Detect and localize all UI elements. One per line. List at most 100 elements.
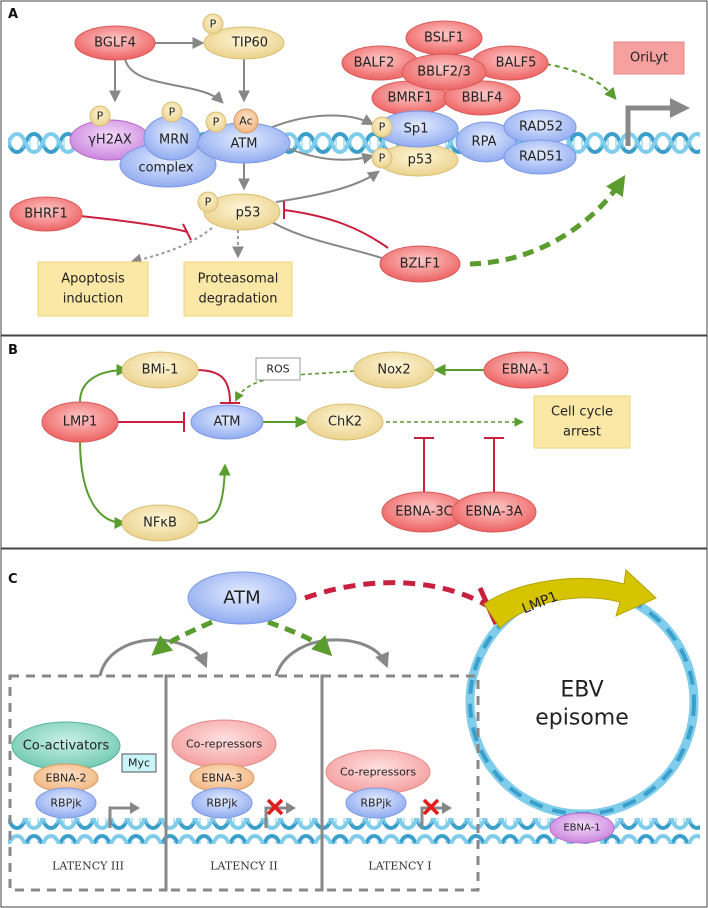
corepressors-1-label: Co-repressors bbox=[340, 766, 416, 779]
rbpjk-1-node bbox=[345, 787, 407, 819]
bzlf1-node bbox=[379, 245, 461, 283]
episome-line1: EBV bbox=[560, 678, 603, 703]
mrn-phospho bbox=[161, 101, 183, 123]
ros-label: ROS bbox=[266, 363, 289, 376]
nox2-label: Nox2 bbox=[377, 363, 410, 378]
bhrf1-label: BHRF1 bbox=[24, 207, 67, 222]
latency1-box bbox=[320, 674, 480, 892]
atm-node-c bbox=[187, 571, 297, 625]
bmi1-label: BMi-1 bbox=[142, 363, 179, 378]
lmp1-node-b bbox=[41, 401, 119, 443]
sp1-label: Sp1 bbox=[404, 122, 429, 137]
balf5-label: BALF5 bbox=[496, 56, 537, 71]
nox2-node bbox=[353, 351, 435, 389]
ebna1-label-b: EBNA-1 bbox=[502, 363, 550, 378]
sp1-phospho bbox=[371, 116, 393, 138]
bglf4-label: BGLF4 bbox=[94, 36, 136, 51]
rbpjk-2-node bbox=[191, 787, 253, 819]
nfkb-label: NFκB bbox=[143, 516, 177, 531]
ros-box bbox=[255, 357, 301, 381]
rpa-node bbox=[455, 121, 517, 163]
panel-a-frame bbox=[0, 0, 708, 336]
apoptosis-line2: induction bbox=[63, 292, 123, 307]
block-x-2 bbox=[266, 798, 284, 816]
rad52-label: RAD52 bbox=[519, 120, 563, 135]
latency1-label: LATENCY I bbox=[368, 860, 431, 873]
bblf4-node bbox=[443, 80, 521, 116]
ebna2-label: EBNA-2 bbox=[46, 772, 87, 785]
rbpjk-3-node bbox=[35, 787, 97, 819]
panel-c-frame bbox=[0, 548, 708, 908]
proteasomal-line2: degradation bbox=[199, 292, 278, 307]
ebna3c-label: EBNA-3C bbox=[395, 505, 453, 520]
bzlf1-label: BZLF1 bbox=[400, 257, 441, 272]
lmp1-label-b: LMP1 bbox=[63, 415, 98, 430]
panel-b: BMi-1 ROS Nox2 EBNA-1 LMP1 ATM ChK2 Cell… bbox=[41, 351, 631, 542]
tip60-phospho bbox=[202, 13, 224, 35]
panel-b-label: B bbox=[8, 343, 18, 358]
tip60-node bbox=[203, 26, 285, 60]
coactivators-label: Co-activators bbox=[23, 739, 110, 754]
chk2-node bbox=[306, 403, 384, 441]
atm-label-a: ATM bbox=[230, 137, 257, 152]
svg-text:P: P bbox=[169, 106, 176, 119]
svg-text:Ac: Ac bbox=[239, 115, 252, 128]
rad51-label: RAD51 bbox=[519, 150, 563, 165]
rpa-label: RPA bbox=[472, 135, 497, 150]
p53-dna-phospho bbox=[371, 147, 393, 169]
svg-text:P: P bbox=[205, 196, 212, 209]
rbpjk-3-label: RBPjk bbox=[50, 797, 82, 810]
tip60-label: TIP60 bbox=[231, 36, 268, 51]
balf2-label: BALF2 bbox=[354, 56, 395, 71]
rbpjk-2-label: RBPjk bbox=[206, 797, 238, 810]
proteasomal-line1: Proteasomal bbox=[198, 272, 279, 287]
bblf23-label: BBLF2/3 bbox=[417, 65, 470, 80]
panel-a-label: A bbox=[8, 7, 18, 22]
panel-c-label: C bbox=[8, 572, 18, 587]
p53-phospho bbox=[197, 191, 219, 213]
ebna3a-label: EBNA-3A bbox=[465, 505, 522, 520]
latency3-label: LATENCY III bbox=[52, 860, 124, 873]
p53-dna-label: p53 bbox=[408, 153, 433, 168]
bblf23-node bbox=[401, 53, 487, 91]
bslf1-label: BSLF1 bbox=[424, 31, 464, 46]
chk2-label: ChK2 bbox=[328, 415, 362, 430]
mrn-complex-label: complex bbox=[138, 161, 193, 176]
rbpjk-1-label: RBPjk bbox=[360, 797, 392, 810]
atm-phospho bbox=[205, 111, 227, 133]
bblf4-label: BBLF4 bbox=[462, 91, 503, 106]
ebna1-node-b bbox=[483, 351, 569, 389]
atm-label-c: ATM bbox=[223, 588, 260, 609]
myc-label: Myc bbox=[128, 757, 150, 770]
arrest-line2: arrest bbox=[563, 425, 601, 440]
bglf4-node bbox=[74, 25, 156, 61]
atm-node-b bbox=[190, 404, 264, 440]
nfkb-node bbox=[121, 504, 199, 542]
arrest-line1: Cell cycle bbox=[551, 405, 613, 420]
ebna3a-node bbox=[451, 491, 537, 533]
bmi1-node bbox=[121, 351, 199, 389]
atm-acetyl bbox=[233, 108, 259, 134]
apoptosis-box bbox=[37, 261, 149, 317]
svg-text:P: P bbox=[379, 152, 386, 165]
corepressors-2-label: Co-repressors bbox=[186, 738, 262, 751]
latency2-label: LATENCY II bbox=[210, 860, 278, 873]
rad51-node bbox=[503, 139, 577, 175]
p53-node bbox=[203, 193, 281, 231]
svg-text:P: P bbox=[213, 116, 220, 129]
lmp1-gene-arrow bbox=[483, 568, 657, 629]
atm-label-b: ATM bbox=[213, 415, 240, 430]
gh2ax-phospho bbox=[89, 105, 111, 127]
gh2ax-label: γH2AX bbox=[88, 133, 132, 148]
cell-cycle-arrest-box bbox=[533, 395, 631, 449]
mrn-label: MRN bbox=[159, 133, 189, 148]
panel-c: LMP1 EBV episome ATM Co-activators EBNA-… bbox=[8, 568, 700, 892]
svg-text:P: P bbox=[210, 18, 217, 31]
bmrf1-label: BMRF1 bbox=[388, 91, 433, 106]
orilyt-box bbox=[613, 41, 685, 75]
panel-b-frame bbox=[0, 335, 708, 549]
apoptosis-line1: Apoptosis bbox=[61, 272, 125, 287]
proteasomal-box bbox=[183, 261, 293, 317]
bhrf1-node bbox=[9, 196, 83, 232]
